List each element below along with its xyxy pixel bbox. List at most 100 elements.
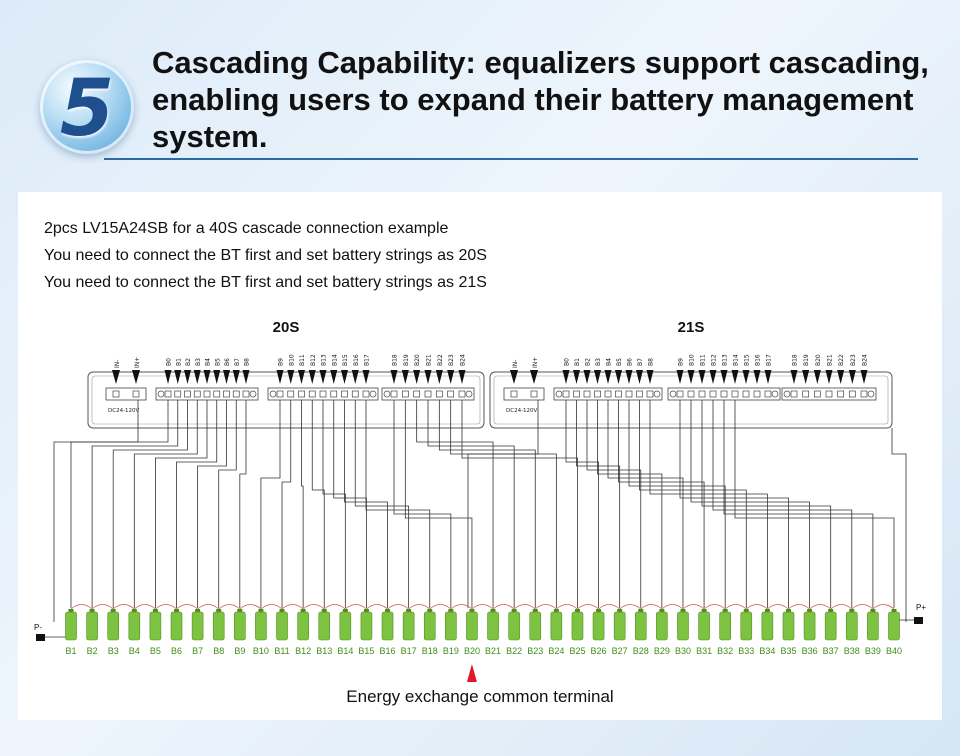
balance-wire bbox=[628, 400, 726, 608]
terminal-label-B24: B24 bbox=[862, 354, 869, 366]
battery-cell-B15 bbox=[360, 611, 373, 641]
battery-cell-B12 bbox=[297, 611, 309, 641]
balance-wire bbox=[576, 400, 621, 608]
battery-cell-cap bbox=[131, 609, 137, 612]
cell-link bbox=[640, 604, 663, 610]
battery-cell-cap bbox=[279, 609, 285, 612]
cell-label-B24: B24 bbox=[548, 646, 564, 656]
terminal-pin bbox=[790, 390, 798, 398]
common-terminal-label: Energy exchange common terminal bbox=[346, 687, 613, 706]
terminal-arrow bbox=[594, 370, 601, 384]
cell-label-B29: B29 bbox=[654, 646, 670, 656]
battery-cell-B18 bbox=[423, 611, 436, 641]
battery-cell-cap bbox=[701, 609, 707, 612]
balance-wire bbox=[586, 400, 642, 608]
screw-hole bbox=[783, 390, 791, 398]
terminal-arrow bbox=[562, 370, 570, 384]
terminal-arrow bbox=[709, 370, 717, 384]
input-arrow bbox=[530, 370, 538, 384]
terminal-pin bbox=[813, 390, 821, 398]
battery-cell-B24 bbox=[550, 611, 563, 641]
terminal-pin bbox=[232, 390, 240, 398]
terminal-arrow bbox=[287, 370, 295, 384]
terminal-pin bbox=[424, 390, 432, 398]
balance-wire bbox=[301, 400, 304, 608]
cell-link bbox=[134, 604, 156, 610]
board-outline bbox=[87, 371, 485, 429]
terminal-label-B0: B0 bbox=[564, 358, 571, 366]
terminal-pin bbox=[223, 390, 230, 398]
cell-link bbox=[577, 604, 599, 610]
terminal-label-B1: B1 bbox=[175, 358, 182, 366]
cell-label-B32: B32 bbox=[717, 646, 733, 656]
battery-cell-B35 bbox=[782, 611, 795, 641]
balance-wire bbox=[734, 400, 895, 608]
battery-cell-cap bbox=[195, 609, 201, 612]
common-terminal-arrow bbox=[466, 664, 477, 682]
battery-cell-B7 bbox=[191, 611, 204, 641]
battery-cell-cap bbox=[490, 609, 496, 612]
terminal-pin bbox=[625, 390, 633, 398]
terminal-label-B14: B14 bbox=[733, 354, 740, 366]
terminal-pin bbox=[709, 390, 717, 398]
terminal-pin bbox=[848, 390, 856, 398]
terminal-pin bbox=[435, 390, 443, 398]
terminal-arrow bbox=[764, 370, 772, 384]
input-pin bbox=[112, 390, 120, 398]
balance-wire bbox=[649, 400, 768, 608]
battery-cell-B8 bbox=[212, 611, 225, 641]
terminal-arrow bbox=[837, 370, 845, 384]
battery-cell-B40 bbox=[888, 611, 900, 641]
cell-label-B1: B1 bbox=[65, 646, 76, 656]
terminal-label-B0: B0 bbox=[166, 358, 173, 366]
battery-cell-B22 bbox=[508, 611, 520, 641]
battery-cell-B10 bbox=[255, 611, 267, 641]
battery-cell-cap bbox=[638, 609, 644, 612]
terminal-arrow bbox=[573, 370, 580, 384]
battery-cell-cap bbox=[237, 609, 243, 612]
cell-label-B6: B6 bbox=[171, 646, 182, 656]
battery-cell-cap bbox=[68, 609, 74, 612]
terminal-arrow bbox=[731, 370, 739, 384]
terminal-label-B8: B8 bbox=[648, 358, 655, 366]
input-connector bbox=[105, 387, 147, 401]
terminal-arrow bbox=[604, 370, 612, 384]
balance-wire bbox=[690, 400, 810, 608]
cell-label-B12: B12 bbox=[295, 646, 311, 656]
terminal-pin bbox=[646, 390, 654, 398]
step-badge: 5 bbox=[40, 60, 134, 154]
cell-label-B40: B40 bbox=[886, 646, 902, 656]
battery-cell-cap bbox=[743, 609, 749, 612]
battery-cell-cap bbox=[553, 609, 559, 612]
terminal-pin bbox=[213, 390, 221, 398]
input-label-IN-: IN- bbox=[512, 360, 519, 368]
balance-wire bbox=[91, 400, 179, 608]
terminal-pin bbox=[802, 390, 810, 398]
input-label-IN-: IN- bbox=[114, 360, 121, 368]
terminal-pin bbox=[174, 390, 182, 398]
p-plus-label: P+ bbox=[916, 603, 926, 612]
battery-cell-cap bbox=[764, 609, 770, 612]
terminal-label-B4: B4 bbox=[606, 358, 613, 366]
screw-hole bbox=[867, 390, 875, 398]
panel-line-2: You need to connect the BT first and set… bbox=[44, 247, 487, 264]
terminal-arrow bbox=[813, 370, 821, 384]
terminal-label-B20: B20 bbox=[414, 354, 421, 366]
terminal-label-B23: B23 bbox=[850, 354, 857, 366]
terminal-label-B22: B22 bbox=[437, 354, 444, 366]
battery-cell-B17 bbox=[402, 611, 415, 641]
cell-label-B11: B11 bbox=[274, 646, 289, 656]
cell-label-B3: B3 bbox=[108, 646, 119, 656]
board-inner-outline bbox=[91, 375, 481, 425]
input-pin bbox=[132, 390, 140, 398]
terminal-arrow bbox=[184, 370, 191, 384]
terminal-arrow bbox=[341, 370, 348, 384]
battery-cell-cap bbox=[785, 609, 791, 612]
terminal-pin bbox=[636, 390, 643, 398]
cell-link bbox=[619, 604, 642, 610]
screw-hole bbox=[157, 390, 165, 398]
input-pin bbox=[530, 390, 538, 398]
cell-link bbox=[809, 604, 831, 610]
diagram-panel: 2pcs LV15A24SB for a 40S cascade connect… bbox=[18, 192, 942, 720]
cell-link bbox=[746, 604, 768, 610]
